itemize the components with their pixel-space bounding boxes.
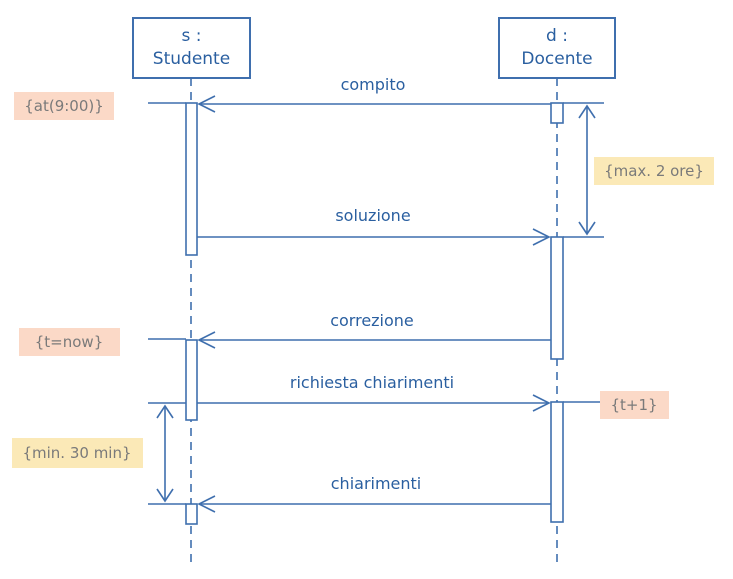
message-soluzione-label: soluzione [335, 206, 410, 225]
duration-min-30-min [148, 402, 186, 505]
lifeline-docente-class: Docente [521, 49, 592, 69]
message-soluzione[interactable]: soluzione [197, 206, 551, 246]
lifeline-docente-name: d : [546, 26, 568, 46]
lifeline-head-studente[interactable]: s : Studente [132, 17, 251, 79]
message-compito[interactable]: compito [197, 75, 551, 113]
message-chiarimenti[interactable]: chiarimenti [197, 474, 551, 513]
constraint-max-text: {max. 2 ore} [604, 162, 704, 180]
message-compito-label: compito [341, 75, 406, 94]
constraint-t-now: {t=now} [19, 328, 120, 356]
constraint-min-30-min: {min. 30 min} [12, 438, 143, 468]
constraint-at-text: {at(9:00)} [24, 97, 104, 115]
activation-docente-2 [550, 236, 564, 360]
duration-max-2-ore [563, 102, 604, 238]
constraint-t-plus-1: {t+1} [600, 391, 669, 419]
lifeline-head-docente[interactable]: d : Docente [498, 17, 616, 79]
constraint-t1-text: {t+1} [610, 396, 657, 414]
message-chiarimenti-label: chiarimenti [331, 474, 422, 493]
activation-docente-1 [550, 102, 564, 124]
constraint-max-2-ore: {max. 2 ore} [594, 157, 714, 185]
activation-studente-2 [185, 339, 198, 421]
message-correzione-label: correzione [330, 311, 414, 330]
constraint-now-text: {t=now} [35, 333, 104, 351]
activation-docente-3 [550, 401, 564, 523]
message-correzione[interactable]: correzione [197, 311, 551, 349]
activation-studente-1 [185, 102, 198, 256]
message-richiesta-chiarimenti[interactable]: richiesta chiarimenti [197, 373, 551, 412]
lifeline-studente-class: Studente [153, 49, 230, 69]
lifeline-studente-name: s : [182, 26, 202, 46]
activation-studente-3 [185, 503, 198, 525]
constraint-at-9: {at(9:00)} [14, 92, 114, 120]
message-richiesta-label: richiesta chiarimenti [290, 373, 454, 392]
constraint-min-text: {min. 30 min} [22, 444, 131, 462]
